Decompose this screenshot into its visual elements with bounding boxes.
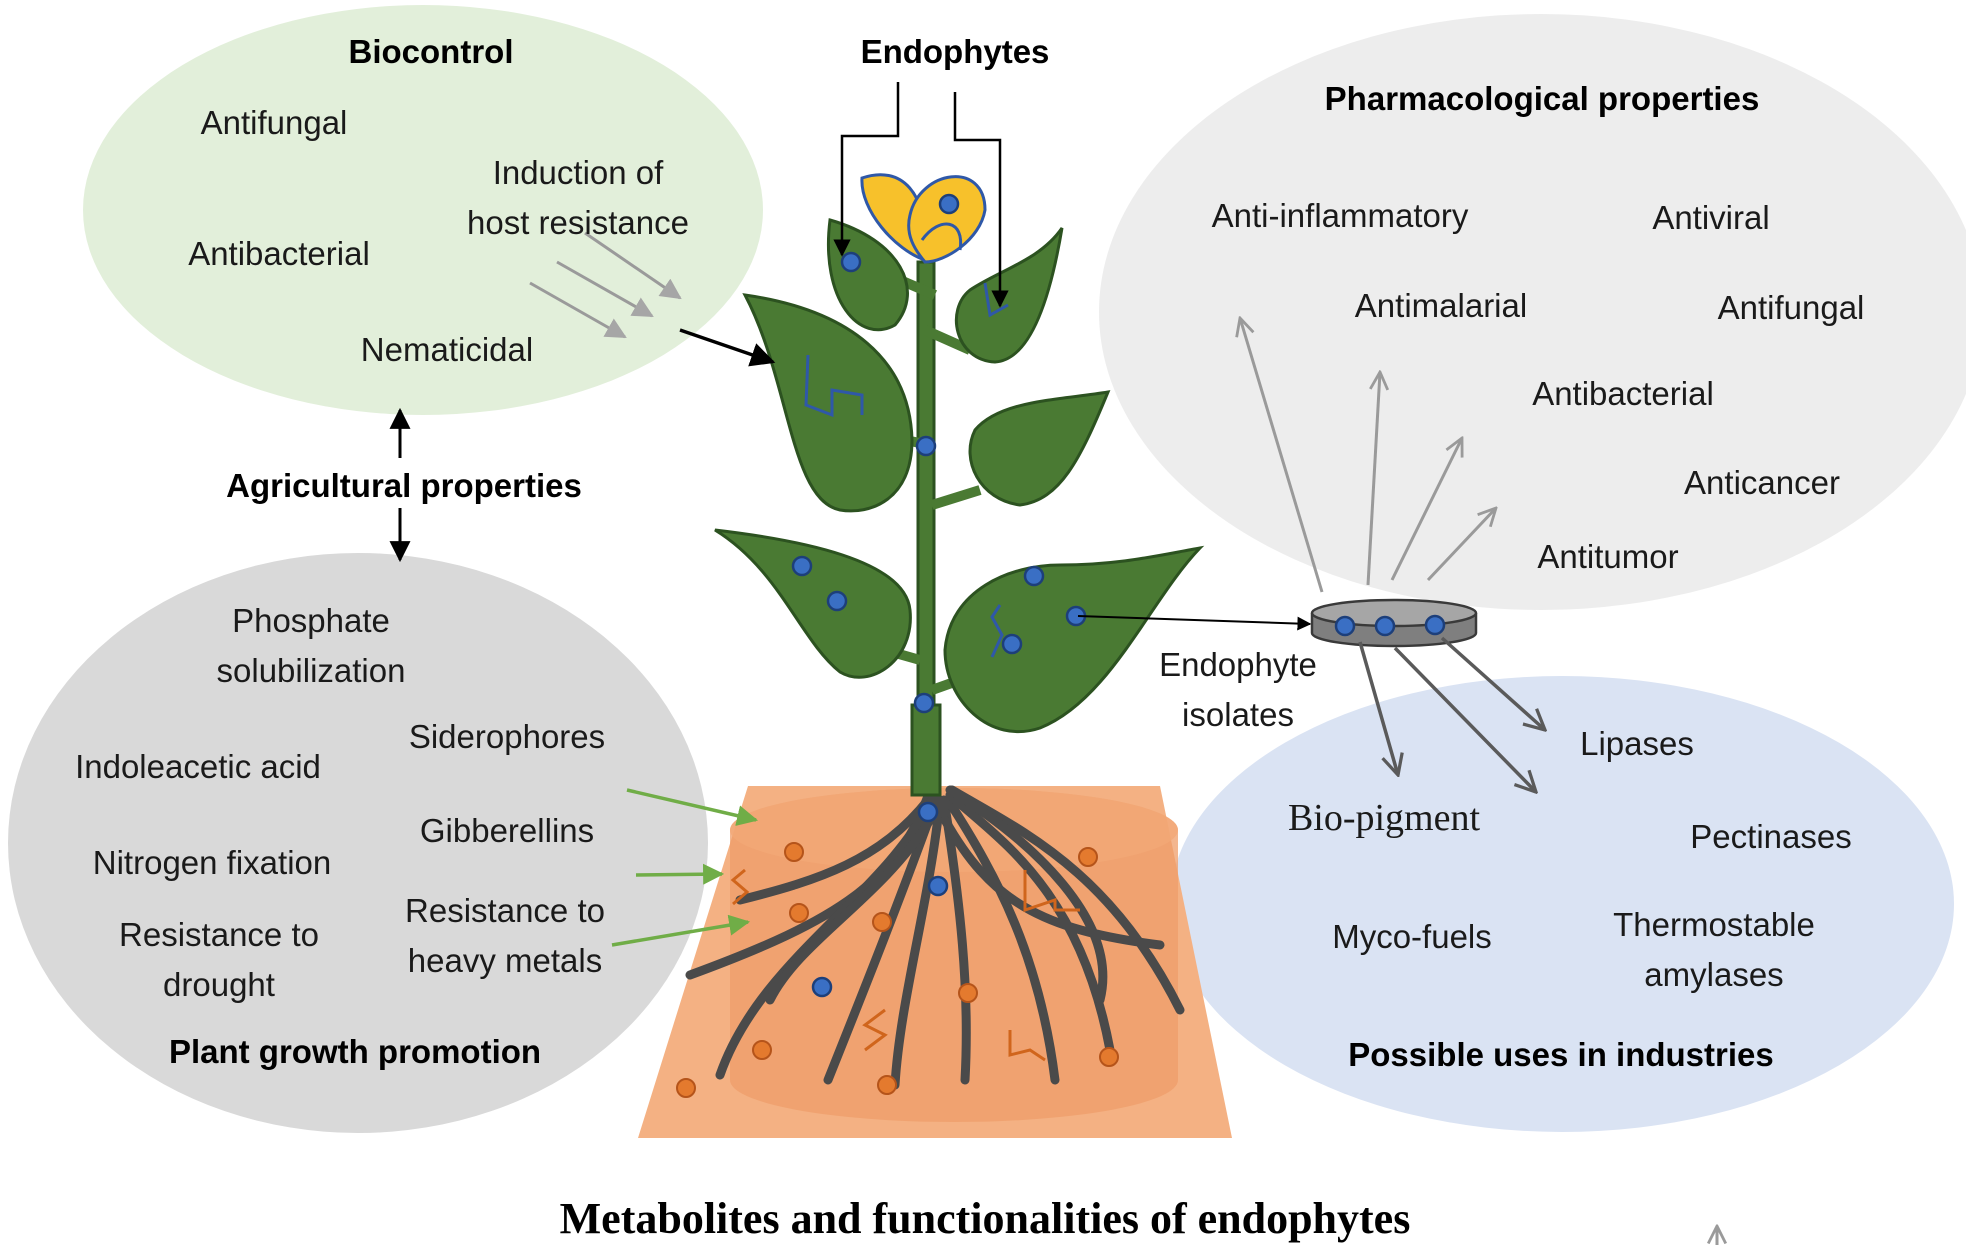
- growth-nitrogen: Nitrogen fixation: [93, 844, 331, 881]
- plant: [714, 173, 1205, 797]
- growth-arrow-3: [611, 914, 751, 947]
- endophytes-arrow-right: [953, 92, 1009, 308]
- pharma-heading: Pharmacological properties: [1325, 80, 1760, 117]
- pharma-antitumor: Antitumor: [1537, 538, 1678, 575]
- growth-ellipse: [8, 553, 708, 1133]
- biocontrol-antifungal: Antifungal: [201, 104, 348, 141]
- biocontrol-induction-line1: Induction of: [493, 154, 664, 191]
- isolates-label-line2: isolates: [1182, 696, 1294, 733]
- biocontrol-ellipse: [83, 5, 763, 415]
- figure-title: Metabolites and functionalities of endop…: [560, 1194, 1411, 1243]
- pharma-antibacterial: Antibacterial: [1532, 375, 1714, 412]
- biocontrol-induction-line2: host resistance: [467, 204, 689, 241]
- pharma-anticancer: Anticancer: [1684, 464, 1840, 501]
- biocontrol-antibacterial: Antibacterial: [188, 235, 370, 272]
- growth-siderophores: Siderophores: [409, 718, 605, 755]
- industry-amylases-line1: Thermostable: [1613, 906, 1815, 943]
- industry-amylases-line2: amylases: [1644, 956, 1783, 993]
- growth-drought-line2: drought: [163, 966, 275, 1003]
- growth-heading: Plant growth promotion: [169, 1033, 541, 1070]
- petri-dish: [1310, 598, 1478, 648]
- isolates-label-line1: Endophyte: [1159, 646, 1317, 683]
- growth-gibberellins: Gibberellins: [420, 812, 594, 849]
- soil-pellets: [676, 842, 1119, 1098]
- growth-indoleacetic: Indoleacetic acid: [75, 748, 321, 785]
- flower: [860, 173, 987, 264]
- industry-pectinases: Pectinases: [1690, 818, 1851, 855]
- endophytes-label: Endophytes: [861, 33, 1050, 70]
- growth-heavy-metals-line2: heavy metals: [408, 942, 602, 979]
- pharma-antiviral: Antiviral: [1652, 199, 1769, 236]
- industry-mycofuels: Myco-fuels: [1332, 918, 1492, 955]
- industry-biopigment: Bio-pigment: [1288, 797, 1481, 839]
- roots: [685, 785, 1185, 1090]
- endophyte-dots: [791, 193, 1087, 998]
- growth-heavy-metals-line1: Resistance to: [405, 892, 605, 929]
- endophytes-arrow-left: [833, 82, 900, 257]
- pharma-ellipse: [1099, 14, 1966, 610]
- pharma-antifungal: Antifungal: [1718, 289, 1865, 326]
- growth-phosphate-line1: Phosphate: [232, 602, 390, 639]
- growth-phosphate-line2: solubilization: [217, 652, 406, 689]
- agricultural-label: Agricultural properties: [226, 467, 582, 504]
- biocontrol-nematicidal: Nematicidal: [361, 331, 533, 368]
- growth-drought-line1: Resistance to: [119, 916, 319, 953]
- pharma-antimalarial: Antimalarial: [1355, 287, 1527, 324]
- biocontrol-heading: Biocontrol: [349, 33, 514, 70]
- pharma-anti-inflammatory: Anti-inflammatory: [1212, 197, 1469, 234]
- growth-arrow-1: [626, 788, 759, 826]
- isolation-arrow: [1077, 615, 1312, 631]
- growth-arrow-2: [635, 863, 725, 885]
- biocontrol-to-plant-arrow: [679, 328, 776, 367]
- industry-ellipse: [1170, 676, 1954, 1132]
- industry-heading: Possible uses in industries: [1348, 1036, 1773, 1073]
- industry-lipases: Lipases: [1580, 725, 1694, 762]
